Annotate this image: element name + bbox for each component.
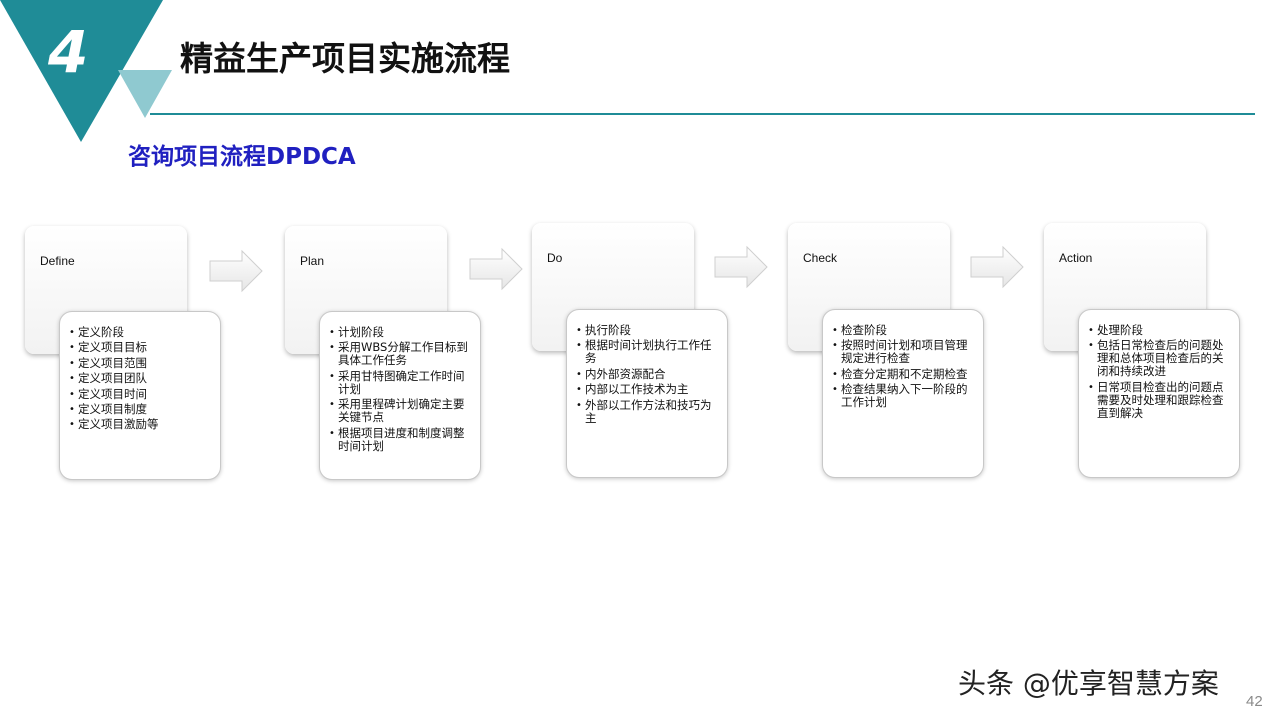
right-arrow-icon [970, 245, 1024, 289]
list-item: 定义阶段 [69, 326, 212, 340]
right-arrow-icon [714, 245, 768, 289]
list-item: 定义项目目标 [69, 341, 212, 355]
list-item: 采用WBS分解工作目标到具体工作任务 [329, 341, 472, 367]
watermark-text: 头条 @优享智慧方案 [958, 667, 1219, 700]
title-divider [150, 113, 1255, 115]
list-item: 按照时间计划和项目管理规定进行检查 [832, 339, 975, 365]
stage-detail-check: 检查阶段 按照时间计划和项目管理规定进行检查 检查分定期和不定期检查 检查结果纳… [822, 309, 984, 478]
list-item: 采用里程碑计划确定主要关键节点 [329, 398, 472, 424]
list-item: 检查结果纳入下一阶段的工作计划 [832, 383, 975, 409]
list-item: 定义项目时间 [69, 387, 212, 401]
stage-label: Do [547, 251, 563, 265]
list-item: 定义项目制度 [69, 402, 212, 416]
list-item: 检查阶段 [832, 324, 975, 338]
list-item: 根据项目进度和制度调整时间计划 [329, 426, 472, 453]
stage-label: Check [803, 251, 838, 265]
stage-detail-define: 定义阶段 定义项目目标 定义项目范围 定义项目团队 定义项目时间 定义项目制度 … [59, 311, 221, 480]
list-item: 根据时间计划执行工作任务 [576, 339, 719, 365]
list-item: 外部以工作方法和技巧为主 [576, 398, 719, 425]
list-item: 日常项目检查出的问题点需要及时处理和跟踪检查直到解决 [1088, 380, 1231, 420]
stage-detail-plan: 计划阶段 采用WBS分解工作目标到具体工作任务 采用甘特图确定工作时间计划 采用… [319, 311, 481, 480]
list-item: 定义项目团队 [69, 372, 212, 386]
list-item: 执行阶段 [576, 324, 719, 338]
stage-detail-list: 计划阶段 采用WBS分解工作目标到具体工作任务 采用甘特图确定工作时间计划 采用… [320, 312, 480, 453]
stage-detail-list: 处理阶段 包括日常检查后的问题处理和总体项目检查后的关闭和持续改进 日常项目检查… [1079, 310, 1239, 420]
list-item: 处理阶段 [1088, 324, 1231, 338]
stage-detail-list: 定义阶段 定义项目目标 定义项目范围 定义项目团队 定义项目时间 定义项目制度 … [60, 312, 220, 432]
section-subtitle: 咨询项目流程DPDCA [128, 144, 356, 170]
section-number: 4 [48, 18, 89, 86]
page-title: 精益生产项目实施流程 [180, 39, 510, 78]
stage-label: Plan [300, 254, 325, 268]
right-arrow-icon [209, 249, 263, 293]
list-item: 定义项目范围 [69, 356, 212, 370]
stage-label: Define [40, 254, 75, 268]
stage-detail-list: 检查阶段 按照时间计划和项目管理规定进行检查 检查分定期和不定期检查 检查结果纳… [823, 310, 983, 409]
page-number: 42 [1246, 693, 1263, 710]
list-item: 内部以工作技术为主 [576, 383, 719, 397]
stage-label: Action [1059, 251, 1093, 265]
section-badge-accent [118, 70, 172, 118]
right-arrow-icon [469, 247, 523, 291]
section-badge [0, 0, 172, 142]
list-item: 计划阶段 [329, 326, 472, 340]
stage-detail-do: 执行阶段 根据时间计划执行工作任务 内外部资源配合 内部以工作技术为主 外部以工… [566, 309, 728, 478]
list-item: 采用甘特图确定工作时间计划 [329, 369, 472, 396]
list-item: 包括日常检查后的问题处理和总体项目检查后的关闭和持续改进 [1088, 339, 1231, 378]
list-item: 检查分定期和不定期检查 [832, 367, 975, 381]
list-item: 定义项目激励等 [69, 418, 212, 432]
section-badge-triangle [0, 0, 163, 142]
stage-detail-list: 执行阶段 根据时间计划执行工作任务 内外部资源配合 内部以工作技术为主 外部以工… [567, 310, 727, 425]
stage-detail-action: 处理阶段 包括日常检查后的问题处理和总体项目检查后的关闭和持续改进 日常项目检查… [1078, 309, 1240, 478]
list-item: 内外部资源配合 [576, 367, 719, 381]
